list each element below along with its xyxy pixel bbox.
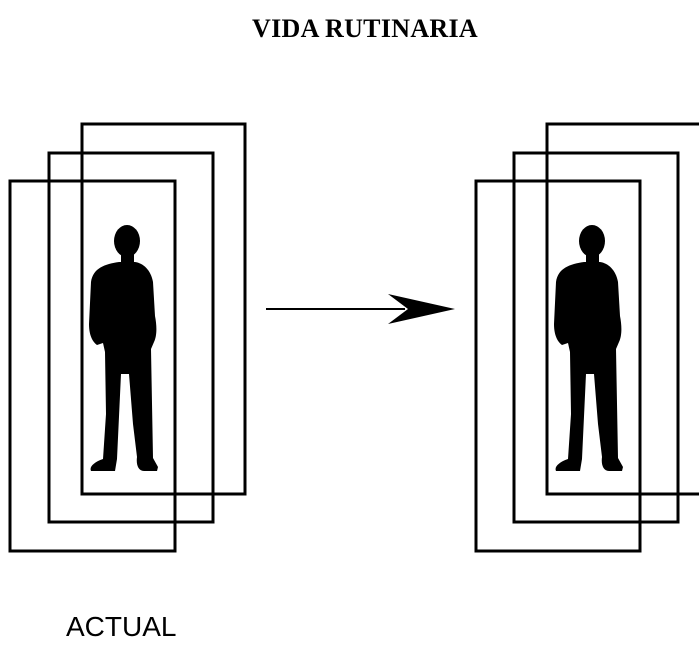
- frame-front-left: [8, 179, 177, 553]
- frame-middle-right: [512, 151, 680, 524]
- left-group: [8, 122, 247, 553]
- frame-middle-left: [47, 151, 215, 524]
- right-arrow-icon: [266, 294, 455, 324]
- person-silhouette-icon: [89, 225, 158, 471]
- diagram-title: VIDA RUTINARIA: [252, 14, 478, 43]
- right-group: [474, 122, 699, 553]
- left-caption: ACTUAL: [66, 611, 177, 642]
- frame-back-right: [545, 122, 699, 496]
- frame-back-left: [80, 122, 247, 496]
- frame-front-right: [474, 179, 642, 553]
- person-silhouette-icon: [554, 225, 623, 471]
